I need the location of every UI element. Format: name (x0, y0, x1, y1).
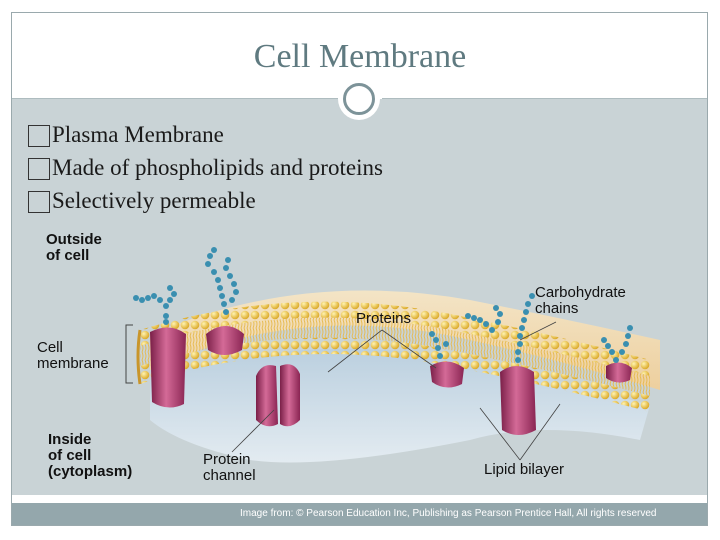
bullet-item: Made of phospholipids and proteins (28, 151, 383, 184)
membrane-cut-edge (136, 329, 142, 385)
leader-protein-channel (231, 409, 275, 453)
cell-membrane-label: Cell membrane (37, 340, 109, 372)
slide-title: Cell Membrane (253, 38, 467, 75)
bullet-marker-icon (28, 157, 50, 180)
inside-cell-line: of cell (48, 447, 92, 464)
credit-bar (12, 503, 707, 525)
outside-cell-line: Outside (46, 231, 102, 248)
inside-cell-line: Inside (48, 431, 92, 448)
lipid-bilayer-label: Lipid bilayer (484, 461, 565, 478)
membrane-bracket (125, 324, 133, 384)
protein-channel (256, 364, 300, 427)
bullet-text: Selectively permeable (52, 188, 256, 213)
bullet-item: Plasma Membrane (28, 118, 383, 151)
protein-far-right (606, 362, 632, 383)
cell-membrane-line: membrane (37, 355, 109, 372)
slide-frame (11, 12, 708, 526)
bullet-text: Made of phospholipids and proteins (52, 155, 383, 180)
proteins-label: Proteins (356, 310, 412, 327)
lipid-tails (140, 317, 650, 396)
image-credit: Image from: © Pearson Education Inc, Pub… (240, 508, 657, 519)
cell-membrane-line: Cell (37, 339, 63, 356)
bullet-marker-icon (28, 190, 50, 213)
protein-right (500, 366, 536, 435)
inside-cell-label: Inside of cell (cytoplasm) (48, 432, 132, 480)
protein-channel-label: Protein channel (203, 452, 256, 484)
lipid-heads-inner (140, 337, 650, 412)
lipid-heads-outer (140, 301, 650, 376)
protein-middle (430, 361, 464, 388)
protein-channel-line: Protein (203, 451, 251, 468)
carbohydrate-chains-label: Carbohydrate chains (535, 285, 626, 317)
bullet-item: Selectively permeable (28, 184, 383, 217)
protein-left (150, 327, 186, 408)
title-rule-right (382, 98, 707, 99)
inside-cell-line: (cytoplasm) (48, 463, 133, 480)
carbohydrate-line: Carbohydrate (535, 284, 626, 301)
bullet-list: Plasma Membrane Made of phospholipids an… (28, 118, 383, 217)
outside-cell-label: Outside of cell (46, 232, 102, 264)
bullet-text: Plasma Membrane (52, 122, 224, 147)
leader-carbohydrate (519, 321, 557, 341)
carbohydrate-chains (133, 247, 633, 363)
carbohydrate-line: chains (535, 300, 579, 317)
leader-lipid-bilayer (479, 403, 561, 461)
title-rule-left (12, 98, 338, 99)
bullet-marker-icon (28, 124, 50, 147)
protein-top-center (206, 326, 244, 355)
protein-channel-line: channel (203, 467, 256, 484)
outside-cell-line: of cell (46, 247, 90, 264)
title-ring-icon (343, 83, 375, 115)
leader-proteins (327, 329, 437, 373)
